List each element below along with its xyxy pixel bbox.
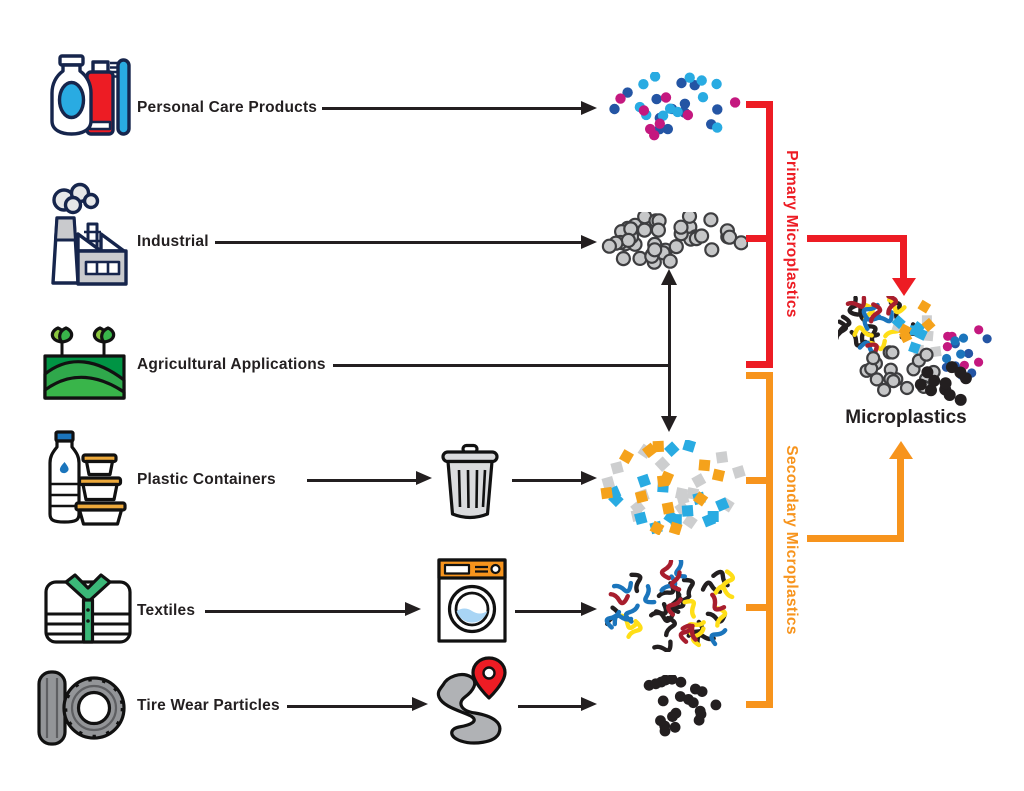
arrow-tire-to-road-line <box>287 704 414 708</box>
source-label-textiles: Textiles <box>137 602 196 619</box>
arrow-washer-to-fibers-head <box>581 602 597 616</box>
microplastics-cluster <box>838 296 992 406</box>
arrow-textiles-to-washer-head <box>405 602 421 616</box>
arrow-road-to-particles-line <box>518 704 583 708</box>
secondary-bracket-tick-containers <box>746 477 767 484</box>
source-label-agricultural: Agricultural Applications <box>137 356 326 373</box>
arrow-tire-to-road-head <box>412 697 428 711</box>
agricultural-double-arrow-down-head <box>661 416 677 432</box>
primary-bracket-bottom-foot <box>746 361 767 368</box>
personal-care-icon <box>50 54 131 136</box>
arrow-road-to-particles-head <box>581 697 597 711</box>
primary-arrow-hbar <box>807 235 907 242</box>
arrow-washer-to-fibers-line <box>515 609 583 613</box>
factory-icon <box>51 182 128 286</box>
source-label-plastic-containers: Plastic Containers <box>137 471 276 488</box>
arrow-personal-care-head <box>581 100 597 115</box>
secondary-microplastics-label: Secondary Microplastics <box>783 445 800 635</box>
secondary-arrow-hbar <box>807 535 904 542</box>
agricultural-double-arrow-up-head <box>661 269 677 285</box>
arrow-industrial-line <box>215 240 583 244</box>
arrow-personal-care-line <box>322 106 583 110</box>
arrow-trash-to-fragments-head <box>581 471 597 485</box>
agricultural-double-arrow-line <box>668 284 671 418</box>
tire-particles-cluster <box>643 675 722 737</box>
source-label-personal-care: Personal Care Products <box>137 99 318 116</box>
microbeads-cluster <box>609 72 741 141</box>
arrow-industrial-head <box>581 234 597 249</box>
crops-field-icon <box>43 326 126 400</box>
primary-bracket-mid-tick <box>746 235 767 242</box>
secondary-arrow-vbar <box>897 459 904 542</box>
secondary-bracket-tick-textiles <box>746 604 767 611</box>
secondary-bracket-bottom-foot <box>746 701 773 708</box>
agricultural-connector-line <box>333 363 671 367</box>
plastic-containers-icon <box>48 430 127 526</box>
primary-arrow-vbar <box>900 235 907 278</box>
washing-machine-icon <box>437 558 507 643</box>
microfibers-cluster <box>604 560 735 652</box>
pellets-cluster <box>601 212 748 270</box>
secondary-arrow-head <box>888 441 913 459</box>
secondary-bracket-top-foot <box>746 372 773 379</box>
primary-microplastics-label: Primary Microplastics <box>783 150 800 318</box>
source-label-tire-wear: Tire Wear Particles <box>137 697 280 714</box>
tire-icon <box>37 670 126 746</box>
road-location-icon <box>436 656 507 745</box>
microplastics-label: Microplastics <box>845 407 967 428</box>
secondary-bracket-bar <box>766 372 773 708</box>
arrow-trash-to-fragments-line <box>512 478 583 482</box>
primary-arrow-head <box>891 278 916 296</box>
primary-bracket-top-foot <box>746 101 773 108</box>
folded-shirt-icon <box>44 573 132 644</box>
source-label-industrial: Industrial <box>137 233 209 250</box>
arrow-containers-to-trash-head <box>416 471 432 485</box>
arrow-containers-to-trash-line <box>307 478 418 482</box>
primary-bracket-bar <box>766 101 773 368</box>
arrow-textiles-to-washer-line <box>205 609 407 613</box>
trash-can-icon <box>441 443 499 520</box>
fragments-cluster <box>600 440 746 535</box>
